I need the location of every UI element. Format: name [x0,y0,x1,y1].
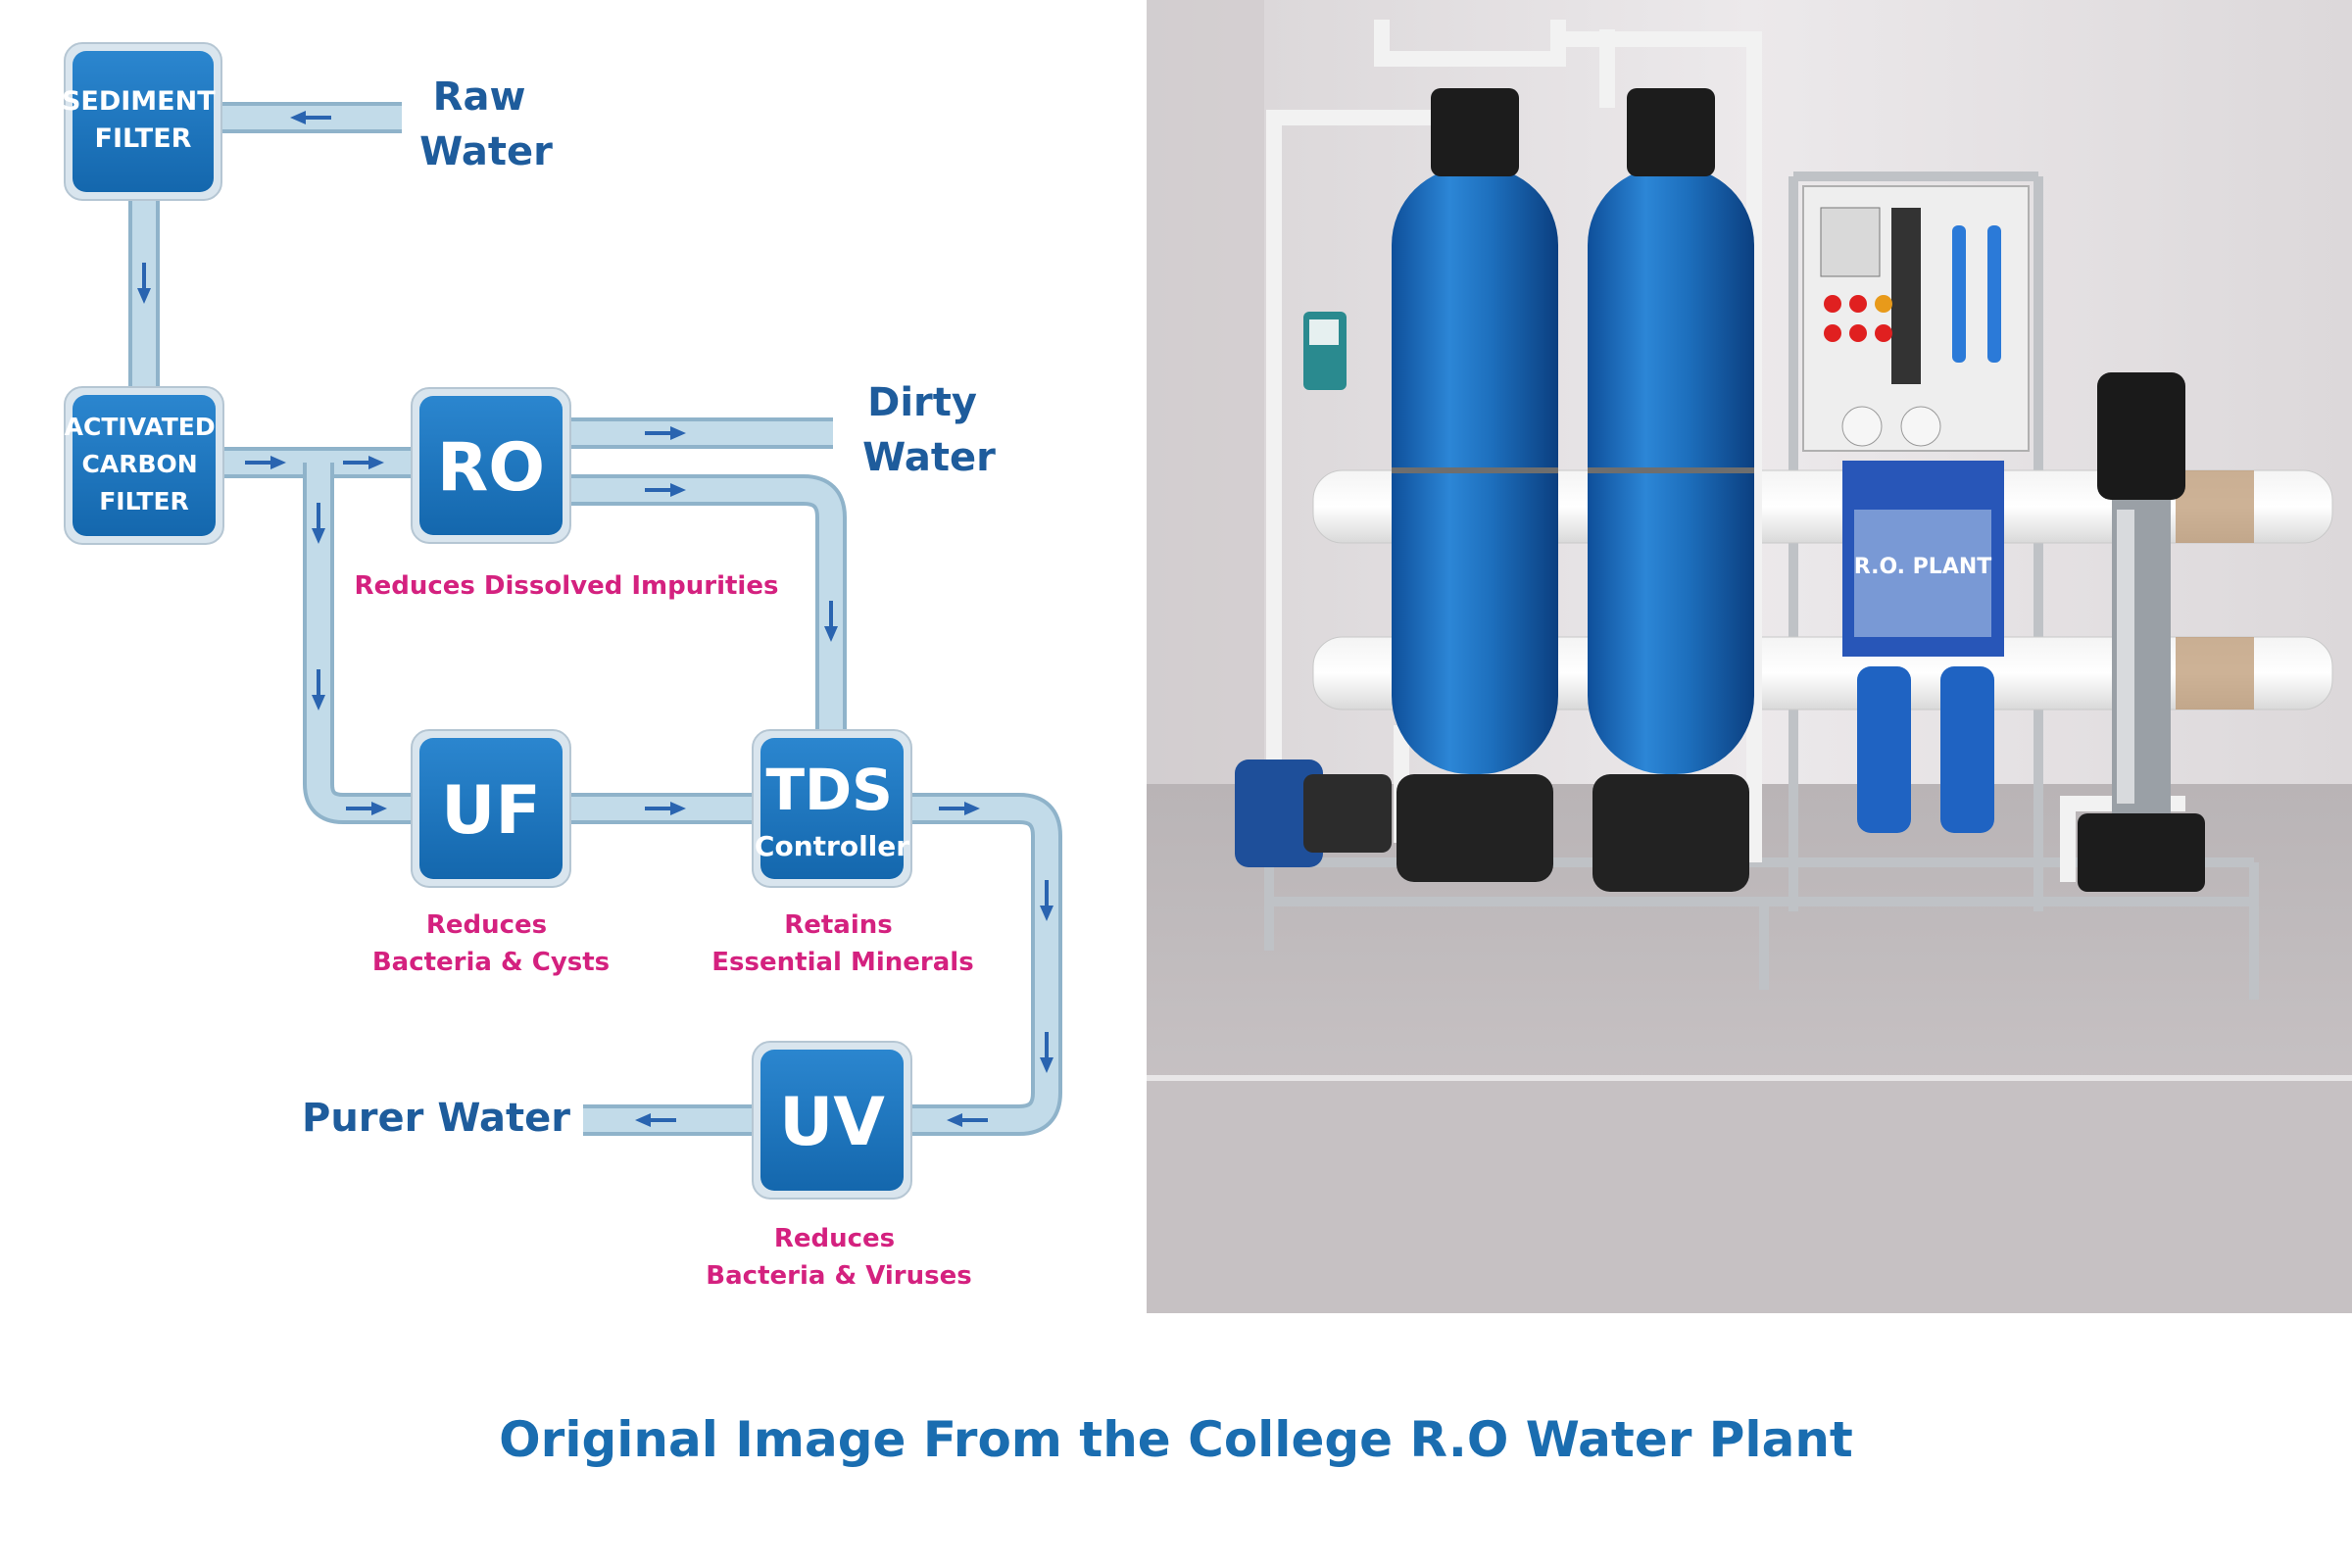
tds-description-line2: Essential Minerals [711,948,973,977]
arrow-down-icon [1040,880,1054,921]
pressure-vessel-left [1392,88,1558,882]
raw-water-label-line2: Water [419,129,553,174]
arrow-right-icon [939,802,980,815]
sediment-filter-label-line2: FILTER [95,123,192,154]
filter-stages: SEDIMENT FILTER ACTIVATED CARBON FILTER … [62,42,912,1200]
tds-description-line1: Retains [784,910,893,940]
activated-carbon-filter-box: ACTIVATED CARBON FILTER [64,386,224,545]
cartridge-filters [1857,666,1994,833]
svg-text:Reduces Bacteria & Virus: Reduces Bacteria & Viruses [706,1224,971,1291]
arrow-left-icon [635,1113,676,1127]
uv-description-line1: Reduces [774,1224,895,1253]
dirty-water-label-line1: Dirty [867,380,977,425]
membrane-housings [1312,469,2333,710]
svg-text:Raw Water: Raw Water [419,74,553,174]
dirty-water-label-line2: Water [862,435,996,480]
flow-arrows [137,111,1054,1127]
dosing-pump [1303,312,1347,390]
sediment-filter-label-line1: SEDIMENT [62,86,216,117]
arrow-down-icon [824,601,838,642]
ro-plant-illustration: R.O. PLANT [1147,0,2352,1313]
svg-text:Retains Essential Minera: Retains Essential Minerals [711,910,973,977]
svg-text:Reduces Bacteria & Cysts: Reduces Bacteria & Cysts [372,910,610,977]
arrow-right-icon [645,426,686,440]
arrow-right-icon [645,802,686,815]
svg-text:TDS Controller: TDS Controller [755,757,909,862]
ro-plant-sign: R.O. PLANT [1842,461,2004,657]
uv-box: UV [752,1041,912,1200]
stage-descriptions: Reduces Dissolved Impurities Reduces Bac… [355,571,974,1291]
uv-label: UV [779,1084,885,1161]
high-pressure-pump [2078,372,2205,892]
tds-controller-box: TDS Controller [752,729,912,888]
uf-box: UF [411,729,571,888]
floor-step [1147,1078,2352,1313]
arrow-left-icon [947,1113,988,1127]
arrow-down-icon [1040,1032,1054,1073]
arrow-down-icon [137,263,151,304]
control-panel [1802,185,2030,452]
svg-text:ACTIVATED CARBON: ACTIVATED CARBON FILTER [65,413,224,515]
arrow-right-icon [343,456,384,469]
io-labels: Raw Water Dirty Water Purer Water [302,74,996,1141]
uf-description-line1: Reduces [426,910,547,940]
pressure-vessel-right [1588,88,1754,892]
pipe-branch-to-uf [303,463,412,824]
carbon-filter-label-line2: CARBON [82,450,198,478]
svg-text:Dirty Water: Dirty Water [862,380,996,480]
pipe-ro-to-tds [568,474,847,730]
uv-description-line2: Bacteria & Viruses [706,1261,971,1291]
svg-text:SEDIMENT FILTER: SEDIMENT FILTER [62,86,224,154]
arrow-right-icon [346,802,387,815]
booster-pump [1235,760,1392,867]
carbon-filter-label-line1: ACTIVATED [65,413,216,441]
arrow-right-icon [645,483,686,497]
arrow-down-icon [312,669,325,710]
uf-label: UF [441,772,541,850]
arrow-down-icon [312,503,325,544]
carbon-filter-label-line3: FILTER [99,487,189,515]
tds-label: TDS [765,757,892,823]
ro-plant-sign-text: R.O. PLANT [1854,555,1992,579]
arrow-right-icon [245,456,286,469]
image-caption: Original Image From the College R.O Wate… [499,1411,1853,1468]
raw-water-label-line1: Raw [433,74,526,120]
ro-plant-photo: R.O. PLANT [1147,0,2352,1313]
tds-controller-label: Controller [755,830,909,862]
ro-box: RO [411,387,571,544]
water-treatment-flow-diagram: SEDIMENT FILTER ACTIVATED CARBON FILTER … [62,42,1062,1291]
arrow-left-icon [290,111,331,124]
purer-water-label: Purer Water [302,1096,570,1141]
sediment-filter-box: SEDIMENT FILTER [62,42,224,201]
uf-description-line2: Bacteria & Cysts [372,948,610,977]
ro-label: RO [437,429,545,507]
ro-description: Reduces Dissolved Impurities [355,571,779,601]
